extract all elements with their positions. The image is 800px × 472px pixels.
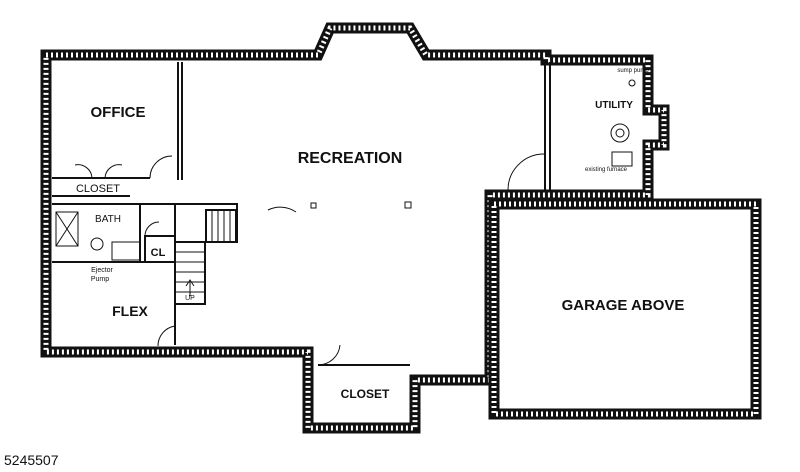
listing-id: 5245507 xyxy=(4,452,59,468)
cl-label: CL xyxy=(151,247,166,259)
garage-label: GARAGE ABOVE xyxy=(562,297,685,314)
ejector-label: Ejector xyxy=(91,267,113,274)
sump-pump-label: sump pump xyxy=(617,68,649,74)
utility-label: UTILITY xyxy=(595,100,633,111)
door-swings xyxy=(74,153,545,366)
fixtures xyxy=(310,79,636,209)
garage-walls xyxy=(488,198,762,420)
ejector-pump-label-2: Pump xyxy=(91,276,109,283)
exterior-walls xyxy=(40,22,670,434)
office-label: OFFICE xyxy=(91,104,146,121)
recreation-label: RECREATION xyxy=(298,150,403,167)
bath-label: BATH xyxy=(95,214,121,225)
bottom-closet-label: CLOSET xyxy=(341,387,390,401)
flex-label: FLEX xyxy=(112,303,148,319)
existing-furnace-label: existing furnace xyxy=(585,167,628,173)
pump-label: UP xyxy=(185,295,195,302)
office-closet-label: CLOSET xyxy=(76,183,120,195)
interior-walls xyxy=(52,62,551,366)
